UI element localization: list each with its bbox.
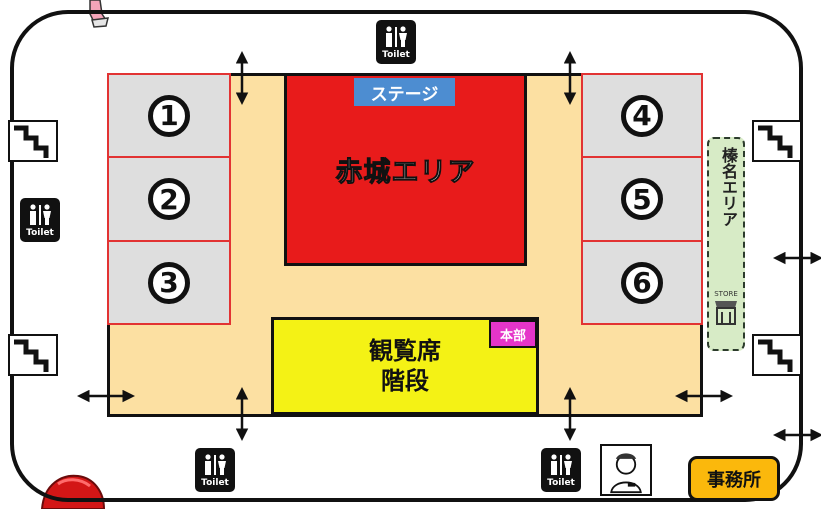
haruna-area[interactable]: 榛名エリア STORE <box>707 137 745 351</box>
akagi-area-label: 赤城エリア <box>335 157 476 189</box>
toilet-bottom-left[interactable]: Toilet <box>195 448 235 492</box>
toilet-icon <box>205 454 226 475</box>
office[interactable]: 事務所 <box>688 456 780 501</box>
toilet-icon <box>551 454 572 475</box>
booth-number: 4 <box>621 94 663 137</box>
booth-4[interactable]: 4 <box>581 73 703 158</box>
booth-number: 6 <box>621 261 663 304</box>
haruna-area-label: 榛名エリア <box>719 147 738 227</box>
booth-6[interactable]: 6 <box>581 240 703 325</box>
booth-number: 3 <box>148 261 190 304</box>
toilet-top[interactable]: Toilet <box>376 20 416 64</box>
booth-5[interactable]: 5 <box>581 156 703 242</box>
seating-label: 観覧席 <box>369 337 441 365</box>
toilet-label: Toilet <box>547 478 575 488</box>
stairs-icon <box>8 334 58 376</box>
stairs-label: 階段 <box>381 367 429 395</box>
toilet-label: Toilet <box>382 50 410 60</box>
booth-number: 5 <box>621 178 663 220</box>
toilet-bottom-right[interactable]: Toilet <box>541 448 581 492</box>
staff-icon <box>600 444 652 496</box>
stairs-icon <box>752 120 802 162</box>
toilet-label: Toilet <box>201 478 229 488</box>
toilet-left[interactable]: Toilet <box>20 198 60 242</box>
stage[interactable]: ステージ <box>354 78 455 106</box>
booth-3[interactable]: 3 <box>107 240 231 325</box>
stairs-icon <box>752 334 802 376</box>
headquarters[interactable]: 本部 <box>489 320 537 348</box>
toilet-icon <box>30 204 51 225</box>
booth-number: 2 <box>148 178 190 220</box>
toilet-label: Toilet <box>26 228 54 238</box>
booth-number: 1 <box>148 94 190 137</box>
toilet-icon <box>386 26 407 47</box>
store-icon <box>715 301 737 325</box>
store-label: STORE <box>714 290 738 298</box>
booth-1[interactable]: 1 <box>107 73 231 158</box>
booth-2[interactable]: 2 <box>107 156 231 242</box>
stairs-icon <box>8 120 58 162</box>
